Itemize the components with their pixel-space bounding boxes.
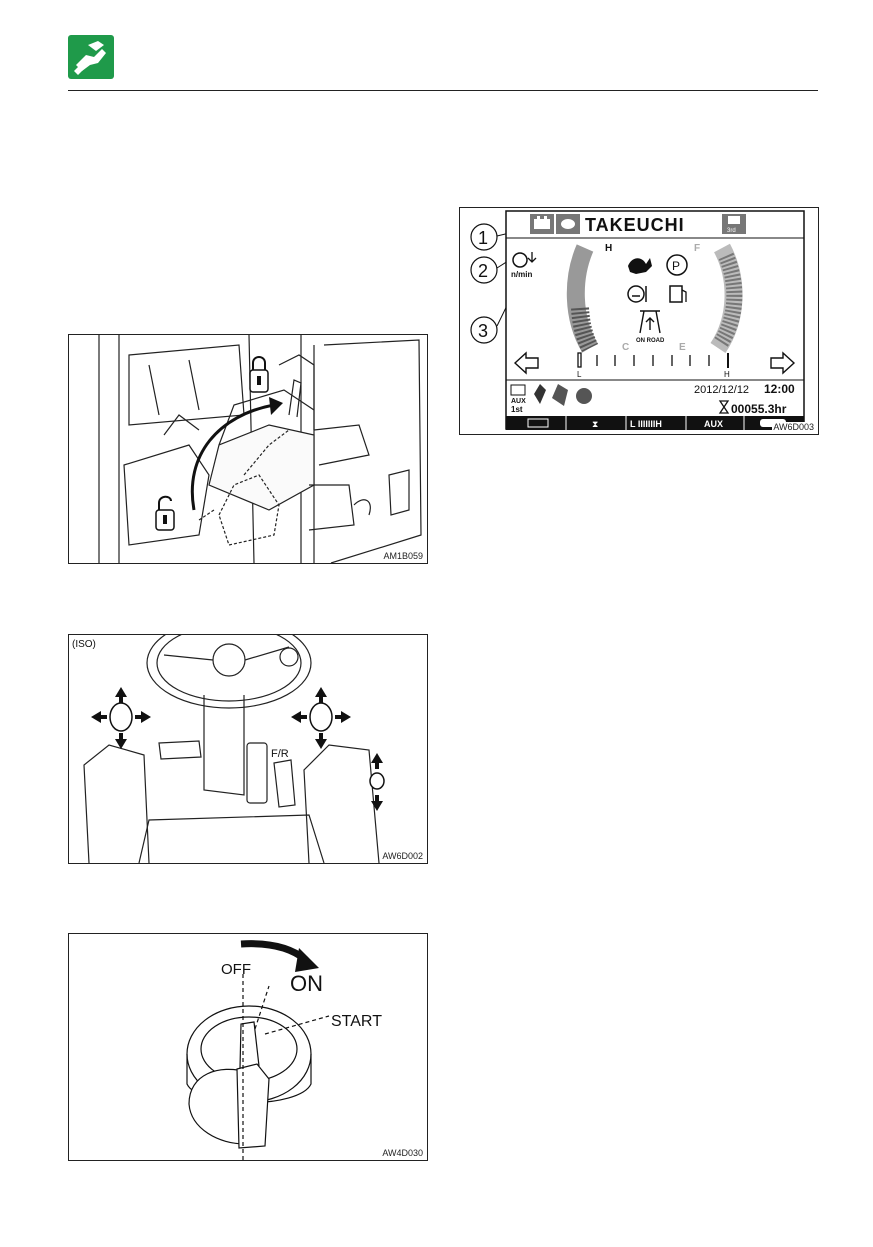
engine-oil-pressure-icon — [556, 214, 580, 234]
header-rule — [68, 90, 818, 91]
locked-padlock-icon — [250, 357, 268, 392]
unlocked-padlock-icon — [156, 497, 174, 530]
iso-label: (ISO) — [72, 639, 96, 650]
figure-code: AM1B059 — [382, 551, 424, 561]
battery-warning-icon — [530, 214, 554, 234]
callout-2: 2 — [478, 261, 488, 281]
on-label: ON — [290, 971, 323, 996]
off-label: OFF — [221, 961, 251, 978]
callout-1: 1 — [478, 228, 488, 248]
section-logo — [68, 35, 114, 79]
softkey-4: AUX — [704, 419, 723, 429]
softkey-2: ⧗ — [592, 420, 598, 430]
hand-holding-tool-icon — [68, 35, 114, 79]
brand-name: TAKEUCHI — [585, 215, 685, 235]
fr-label: F/R — [271, 748, 289, 760]
time-readout: 12:00 — [764, 382, 795, 396]
flow-high-label: H — [724, 370, 730, 379]
figure-code: AW6D002 — [381, 851, 424, 861]
callout-3: 3 — [478, 321, 488, 341]
hour-meter: 00055.3hr — [731, 402, 787, 416]
date-readout: 2012/12/12 — [694, 384, 749, 396]
figure-code: AW6D003 — [772, 422, 815, 432]
on-road-label: ON ROAD — [636, 338, 665, 344]
fuel-full-label: F — [694, 243, 700, 254]
figure-code: AW4D030 — [381, 1148, 424, 1158]
softkey-3: L IIIIIIIH — [630, 419, 662, 429]
svg-text:P: P — [672, 259, 680, 273]
third-line-label: 3rd — [727, 228, 736, 234]
fuel-empty-label: E — [679, 342, 686, 353]
temp-low-label: C — [622, 342, 629, 353]
flow-low-label: L — [577, 370, 582, 379]
rpm-unit: n/min — [511, 270, 532, 279]
lock-lever-figure: AM1B059 — [68, 334, 428, 564]
start-label: START — [331, 1013, 382, 1030]
monitor-figure: 1 2 3 TAKEUCHI 3rd n/min — [459, 207, 819, 435]
temp-high-label: H — [605, 243, 612, 254]
controls-figure: (ISO) — [68, 634, 428, 864]
aux-label: AUX — [511, 398, 526, 405]
third-line-icon: 3rd — [722, 214, 746, 234]
key-switch-figure: OFF ON START AW4D030 — [68, 933, 428, 1161]
aux-sub-label: 1st — [511, 405, 523, 414]
